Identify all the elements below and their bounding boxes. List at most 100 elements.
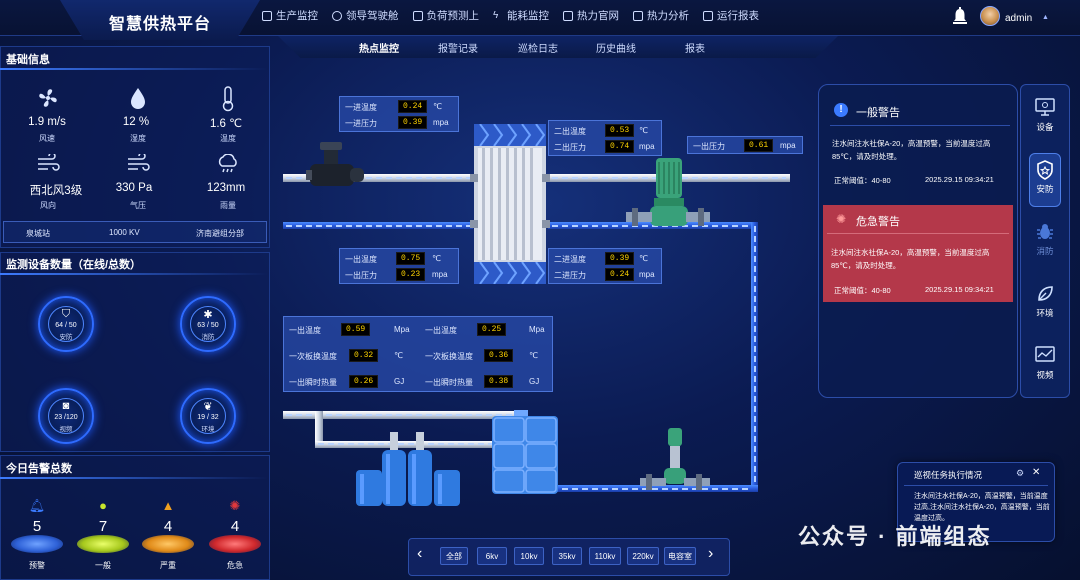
readout-value: 0.39 — [605, 252, 635, 265]
general-alert-title: 一般警告 — [856, 107, 900, 119]
chart-icon — [1020, 346, 1070, 366]
monitor-icon — [563, 10, 573, 21]
alarm-label-serious: 严重 — [160, 561, 176, 570]
nav-leader-cockpit[interactable]: 领导驾驶舱 — [332, 8, 399, 23]
flow-dashes — [286, 177, 470, 179]
bolt-icon: ϟ — [493, 9, 499, 21]
sidebar-item-fire[interactable]: 消防 — [1020, 222, 1070, 257]
rainfall-value: 123mm — [206, 182, 246, 194]
nav-official-site[interactable]: 热力官网 — [563, 8, 619, 23]
sidebar-item-equipment[interactable]: 设备 — [1020, 98, 1070, 133]
sidebar-item-label: 环境 — [1036, 308, 1054, 318]
filter-35kv[interactable]: 35kv — [552, 547, 582, 565]
device-ring-video[interactable]: ◙ 23 /120 视频 — [38, 388, 94, 444]
readout-unit: Mpa — [529, 325, 545, 334]
monitor-icon — [1020, 98, 1070, 118]
device-ring-environment[interactable]: ❦ 19 / 32 环境 — [180, 388, 236, 444]
warning-icon: ▲ — [161, 498, 175, 513]
rainfall-label: 雨量 — [220, 201, 236, 210]
chevron-right-icon[interactable]: › — [708, 545, 714, 562]
device-ring-fire[interactable]: ✱ 63 / 50 消防 — [180, 296, 236, 352]
filter-10kv[interactable]: 10kv — [514, 547, 544, 565]
readout-value: 0.74 — [605, 140, 635, 153]
section-divider — [0, 68, 268, 70]
general-alert-threshold: 正常阈值：40-80 — [834, 176, 891, 185]
readout-unit: mpa — [780, 141, 796, 150]
tab-report[interactable]: 报表 — [685, 44, 705, 55]
flow-dashes — [318, 443, 512, 445]
gear-icon[interactable]: ⚙ — [1016, 468, 1025, 478]
readout-label: 二出压力 — [554, 143, 586, 152]
alarm-label-general: 一般 — [95, 561, 111, 570]
tab-patrol-log[interactable]: 巡检日志 — [518, 44, 558, 55]
readout-primary-in: 一进温度 0.24 ℃ 一进压力 0.39 mpa — [339, 96, 459, 132]
wechat-watermark: 公众号 · 前端组态 — [798, 524, 992, 549]
circulation-pump-lower[interactable] — [640, 428, 710, 498]
wind-icon — [8, 152, 88, 177]
exclaim-icon: ● — [99, 498, 107, 513]
alarm-base-critical — [209, 535, 261, 553]
tab-history-curve[interactable]: 历史曲线 — [596, 44, 636, 55]
nav-production-monitor[interactable]: 生产监控 — [262, 8, 318, 23]
readout-label: 二进压力 — [554, 271, 586, 280]
filter-6kv[interactable]: 6kv — [477, 547, 507, 565]
avatar[interactable] — [980, 6, 1000, 26]
readout-secondary-out: 二出温度 0.53 ℃ 二出压力 0.74 mpa — [548, 120, 662, 156]
nav-load-forecast[interactable]: 负荷预测上 — [412, 8, 480, 23]
circulation-pump-upper[interactable] — [626, 158, 710, 238]
air-pressure-value: 330 Pa — [115, 182, 153, 194]
wind-direction-value: 西北风3级 — [29, 185, 83, 197]
critical-alert-card[interactable] — [823, 205, 1013, 302]
readout-unit: mpa — [639, 142, 655, 151]
readout-unit: ℃ — [394, 351, 403, 360]
readout-value: 0.32 — [349, 349, 379, 362]
readout-label: 一次板换温度 — [425, 352, 473, 361]
divider — [904, 485, 1048, 486]
nav-label: 负荷预测上 — [426, 10, 480, 22]
flow-dashes — [754, 226, 756, 488]
sidebar-item-security[interactable]: 安防 — [1020, 160, 1070, 195]
readout-value: 0.36 — [484, 349, 514, 362]
filter-110kv[interactable]: 110kv — [589, 547, 621, 565]
readout-value: 0.59 — [341, 323, 371, 336]
sidebar-item-video[interactable]: 视频 — [1020, 346, 1070, 381]
close-icon[interactable]: ✕ — [1032, 467, 1041, 478]
sidebar-item-label: 安防 — [1036, 184, 1054, 194]
water-storage-tank[interactable] — [490, 410, 560, 498]
readout-primary-out: 一出温度 0.75 ℃ 一出压力 0.23 mpa — [339, 248, 459, 284]
flow-meter-valve[interactable] — [306, 142, 368, 192]
readout-value: 0.23 — [396, 268, 426, 281]
water-softener-tanks[interactable] — [354, 430, 464, 508]
filter-capacitor-room[interactable]: 电容室 — [664, 547, 696, 565]
nav-thermal-analysis[interactable]: 热力分析 — [633, 8, 689, 23]
chevron-left-icon[interactable]: ‹ — [417, 545, 423, 562]
tab-hotspot-monitor[interactable]: 热点监控 — [359, 44, 399, 55]
device-ring-security[interactable]: ⛉ 64 / 50 安防 — [38, 296, 94, 352]
username[interactable]: admin — [1005, 13, 1033, 24]
nav-run-report[interactable]: 运行报表 — [703, 8, 759, 23]
alarm-base-general — [77, 535, 129, 553]
plate-heat-exchanger[interactable] — [470, 123, 550, 285]
alarm-count-warning: 5 — [32, 518, 42, 535]
readout-unit: ℃ — [433, 102, 442, 111]
sidebar-item-environment[interactable]: 环境 — [1020, 284, 1070, 319]
readout-unit: GJ — [394, 377, 405, 386]
notification-bell-icon[interactable] — [952, 7, 968, 25]
sidebar-item-label: 消防 — [1036, 246, 1054, 256]
readout-label: 二进温度 — [554, 255, 586, 264]
tab-alarm-records[interactable]: 报警记录 — [438, 44, 478, 55]
bell-icon: 🔔︎ — [28, 498, 46, 513]
sliders-icon — [262, 10, 272, 21]
filter-220kv[interactable]: 220kv — [627, 547, 659, 565]
device-count-title: 监测设备数量（在线/总数） — [6, 259, 142, 271]
ring-inner — [48, 398, 84, 434]
patrol-task-popup — [897, 462, 1055, 542]
sidebar-item-label: 设备 — [1036, 122, 1054, 132]
wind-speed-value: 1.9 m/s — [28, 116, 66, 128]
filter-all[interactable]: 全部 — [440, 547, 468, 565]
general-alert-time: 2025.29.15 09:34:21 — [925, 175, 994, 184]
flow-dashes — [552, 225, 752, 227]
flow-dashes — [286, 414, 512, 416]
chevron-down-icon[interactable]: ▲ — [1042, 14, 1049, 21]
